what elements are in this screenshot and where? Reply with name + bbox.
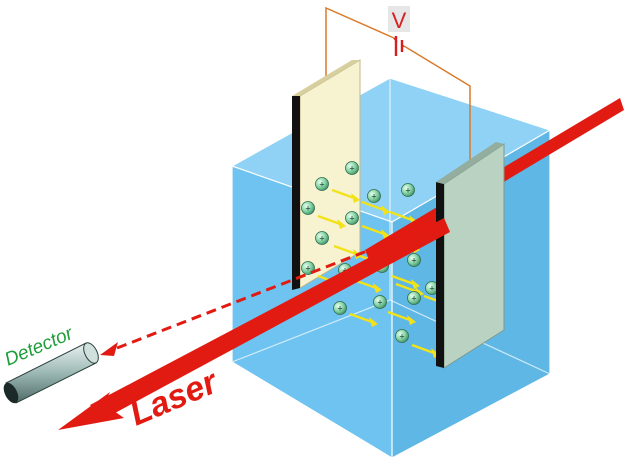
ion-particle: + [407,253,421,267]
ion-particle: + [301,201,315,215]
ion-particle: + [345,161,359,175]
ion-particle: + [345,211,359,225]
circuit-wire [325,6,471,160]
ion-charge-label: + [377,298,382,308]
ion-charge-label: + [429,284,434,294]
ion-particle: + [333,301,347,315]
ion-particle: + [315,177,329,191]
ion-charge-label: + [319,234,324,244]
ion-particle: + [315,231,329,245]
ion-charge-label: + [305,264,310,274]
left-electrode-plate [292,59,361,290]
ion-charge-label: + [411,256,416,266]
voltage-label: V [392,8,407,33]
ion-drift-arrow [331,188,360,203]
ion-particle: + [395,329,409,343]
laser-arrowhead [58,392,124,430]
ion-drift-arrow [317,214,346,229]
ion-charge-label: + [371,192,376,202]
scattered-light-path [100,244,381,356]
ion-charge-label: + [405,186,410,196]
ion-charge-label: + [411,294,416,304]
laser-beam-front [58,218,450,430]
ion-charge-label: + [337,304,342,314]
scatter-arrowhead [100,342,118,356]
ion-particle: + [367,189,381,203]
voltage-label-bg [388,6,410,32]
right-electrode-plate [436,142,505,369]
battery-icon [393,36,404,56]
ion-charge-label: + [349,214,354,224]
ion-drift-arrow [361,200,390,215]
ion-drift-arrow [387,310,416,325]
ion-drift-arrow [391,274,420,289]
ion-charge-label: + [319,180,324,190]
detector-icon [3,342,99,404]
ion-particle: + [373,295,387,309]
ion-charge-label: + [399,332,404,342]
ion-charge-label: + [349,164,354,174]
ion-particle: + [407,291,421,305]
ion-charge-label: + [305,204,310,214]
ion-drift-arrow [349,312,378,327]
ion-particle: + [401,183,415,197]
